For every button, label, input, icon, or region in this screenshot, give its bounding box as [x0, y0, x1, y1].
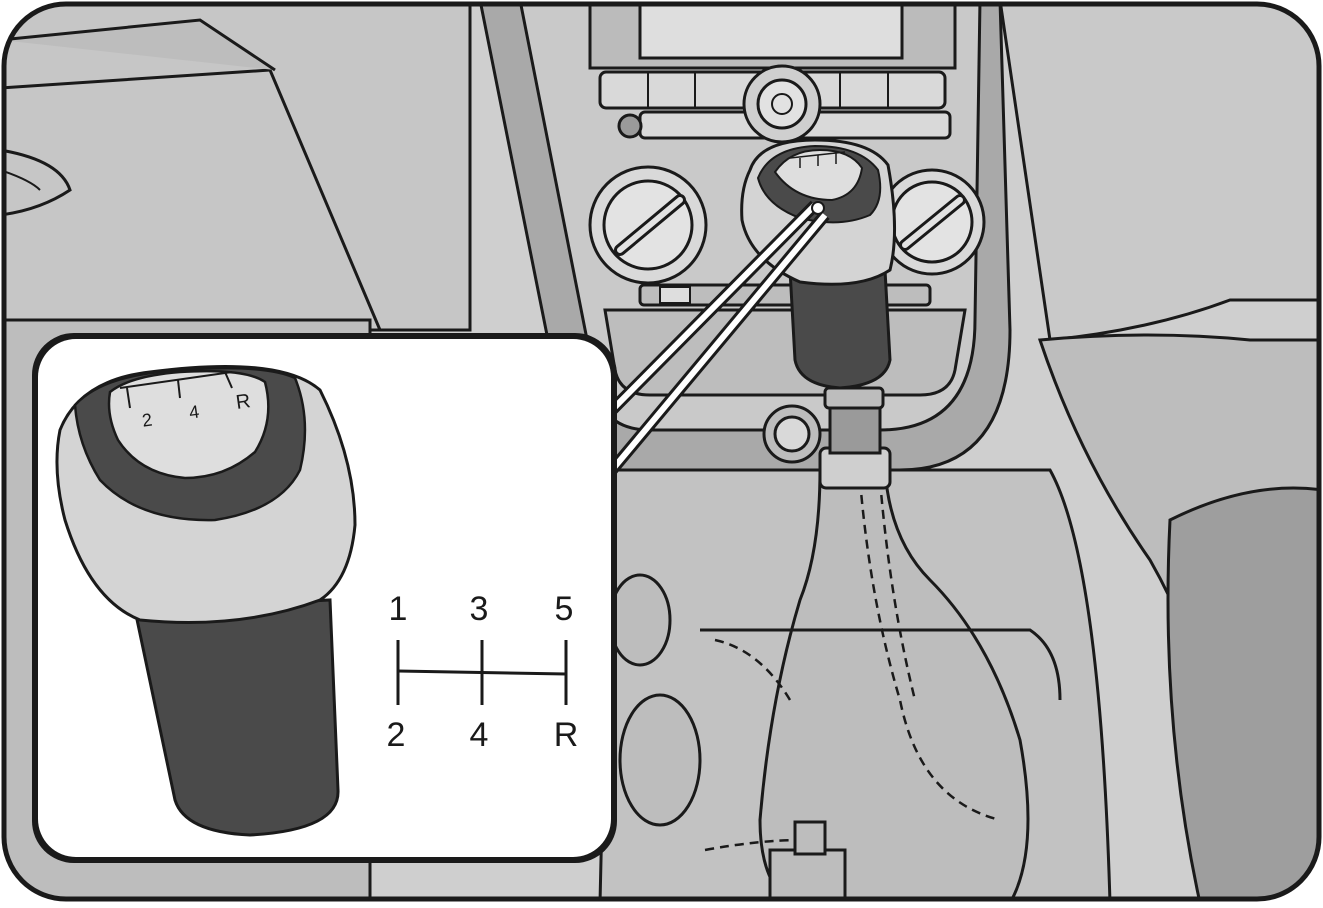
knob-engraving-line: [119, 371, 233, 389]
knob-engraving-gear-4: 4: [188, 401, 201, 422]
aux-jack: [617, 113, 643, 139]
shift-shaft: [828, 403, 882, 455]
inset-panel: 2 4 R 1 3 5 2 4 R: [32, 333, 617, 863]
shift-pattern-diagram: 1 3 5 2 4 R: [387, 590, 579, 754]
dashboard-top-panel: [4, 18, 276, 72]
right-dashboard: [998, 4, 1319, 342]
passenger-seat: [1166, 486, 1319, 899]
knob-top-face: [107, 369, 270, 480]
gear-label-5: 5: [555, 590, 574, 628]
volume-knob: [756, 78, 808, 130]
gear-label-1: 1: [389, 590, 408, 628]
radio-display: [638, 4, 904, 60]
gear-label-4: 4: [470, 716, 489, 754]
dashboard-edge-line: [4, 68, 382, 331]
callout-origin: [811, 201, 825, 215]
callout-line-upper: [609, 202, 818, 413]
cup-holder-front: [608, 573, 672, 667]
gear-label-r: R: [554, 716, 579, 754]
callout-line-lower: [609, 213, 828, 472]
gear-label-3: 3: [470, 590, 489, 628]
rear-defrost-switch: [659, 286, 691, 304]
inset-gear-knob: 2 4 R: [55, 364, 357, 837]
handbrake-handle: [768, 848, 847, 899]
vent-outline: [4, 148, 72, 217]
shift-gate-neutral: [397, 669, 567, 676]
knob-engraving-gear-2: 2: [141, 409, 154, 430]
volume-knob-center: [771, 93, 793, 115]
knob-grip: [133, 598, 340, 837]
gear-label-2: 2: [387, 716, 406, 754]
cup-holder-rear: [618, 693, 702, 827]
knob-engraving-gear-r: R: [234, 390, 251, 414]
left-dashboard: [4, 4, 472, 332]
storage-tray: [603, 308, 967, 397]
gear-boot: [758, 468, 1030, 899]
